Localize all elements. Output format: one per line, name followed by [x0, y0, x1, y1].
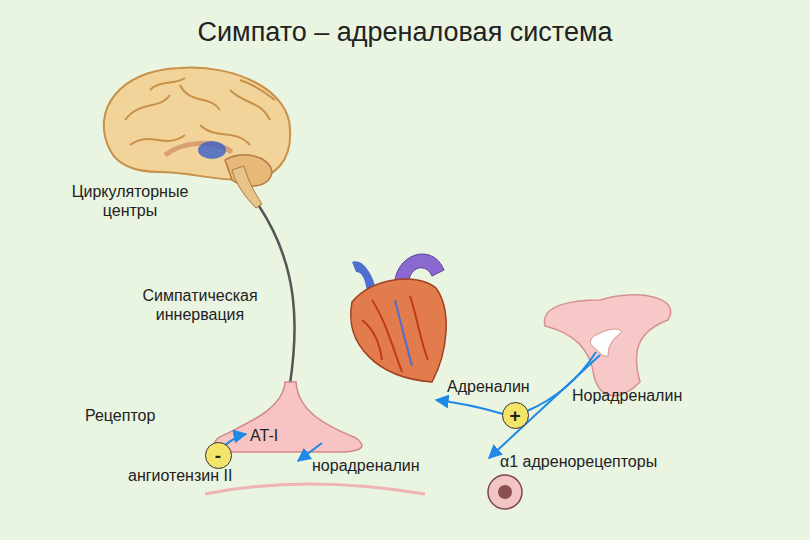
receptor-membrane [205, 484, 425, 494]
text-holder: Симпатическая иннервация [120, 286, 280, 324]
arrow [489, 355, 600, 458]
label: AT-I [250, 426, 278, 445]
label: Циркуляторные центры [55, 182, 205, 220]
text-holder: норадреналин [312, 456, 420, 475]
vessel [488, 475, 522, 509]
text-holder: AT-I [250, 426, 278, 445]
vessel-lumen [498, 485, 512, 499]
sign: - [215, 446, 221, 465]
text-holder: Симпато – адреналовая система [0, 16, 810, 48]
label: Рецептор [85, 406, 155, 425]
nerve-terminal [214, 382, 362, 452]
text-holder: Адреналин [447, 377, 530, 396]
sign-circle: - [205, 442, 232, 469]
text-holder: Рецептор [85, 406, 155, 425]
heart [351, 254, 446, 382]
label: Норадреналин [572, 386, 682, 405]
label: α1 адренорецепторы [500, 452, 657, 471]
text-holder: ангиотензин II [128, 466, 232, 485]
arrow [224, 434, 246, 446]
label: ангиотензин II [128, 466, 232, 485]
sign: + [509, 406, 520, 425]
sign-circle: + [502, 402, 529, 429]
title: Симпато – адреналовая система [0, 16, 810, 48]
text-holder: Циркуляторные центры [55, 182, 205, 220]
label: норадреналин [312, 456, 420, 475]
nerve-fiber [259, 206, 295, 384]
label: Адреналин [447, 377, 530, 396]
arrow [436, 400, 503, 414]
label: Симпатическая иннервация [120, 286, 280, 324]
adrenal-gland [544, 295, 670, 396]
text-holder: Норадреналин [572, 386, 682, 405]
text-holder: α1 адренорецепторы [500, 452, 657, 471]
